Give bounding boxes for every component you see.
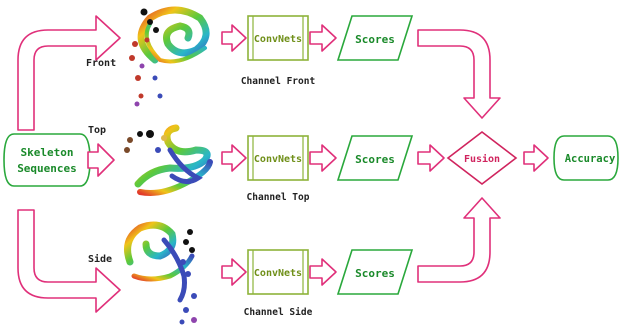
convnet-label-top: ConvNets	[254, 154, 302, 165]
fusion-label: Fusion	[464, 153, 500, 165]
convnet-box-front: ConvNets	[247, 15, 309, 61]
input-skeleton-sequences: Skeleton Sequences	[3, 133, 91, 187]
input-label-line2: Sequences	[17, 162, 77, 175]
convnet-box-side: ConvNets	[247, 249, 309, 295]
arrow-top-to-convnet	[221, 144, 247, 172]
fusion-node: Fusion	[446, 130, 518, 186]
skeleton-image-front	[129, 6, 210, 107]
arrow-convnet-to-scores-front	[309, 24, 337, 52]
scores-box-top: Scores	[336, 135, 414, 181]
view-label-front: Front	[86, 58, 116, 69]
view-label-top: Top	[88, 125, 106, 136]
arrow-front-to-convnet	[221, 24, 247, 52]
accuracy-label: Accuracy	[565, 153, 616, 165]
scores-label-top: Scores	[355, 153, 395, 166]
arrow-convnet-to-scores-side	[309, 258, 337, 286]
skeleton-image-top	[124, 124, 213, 196]
scores-box-front: Scores	[336, 15, 414, 61]
scores-label-front: Scores	[355, 33, 395, 46]
channel-label-top: Channel Top	[247, 192, 310, 203]
output-accuracy: Accuracy	[553, 135, 619, 181]
arrow-input-to-side	[17, 209, 121, 313]
scores-box-side: Scores	[336, 249, 414, 295]
arrow-scores-top-to-fusion	[417, 144, 445, 172]
convnet-label-side: ConvNets	[254, 268, 302, 279]
arrow-scores-front-to-fusion	[417, 29, 501, 119]
channel-label-side: Channel Side	[244, 307, 313, 318]
arrow-scores-side-to-fusion	[417, 197, 501, 283]
scores-label-side: Scores	[355, 267, 395, 280]
arrow-input-to-top	[87, 143, 115, 177]
arrow-fusion-to-accuracy	[523, 144, 549, 172]
convnet-label-front: ConvNets	[254, 34, 302, 45]
arrow-input-to-front	[17, 15, 121, 131]
input-label-line1: Skeleton	[21, 146, 74, 159]
arrow-side-to-convnet	[221, 258, 247, 286]
view-label-side: Side	[88, 253, 112, 265]
channel-label-front: Channel Front	[241, 76, 315, 87]
convnet-box-top: ConvNets	[247, 135, 309, 181]
arrow-convnet-to-scores-top	[309, 144, 337, 172]
skeleton-image-side	[124, 221, 197, 325]
